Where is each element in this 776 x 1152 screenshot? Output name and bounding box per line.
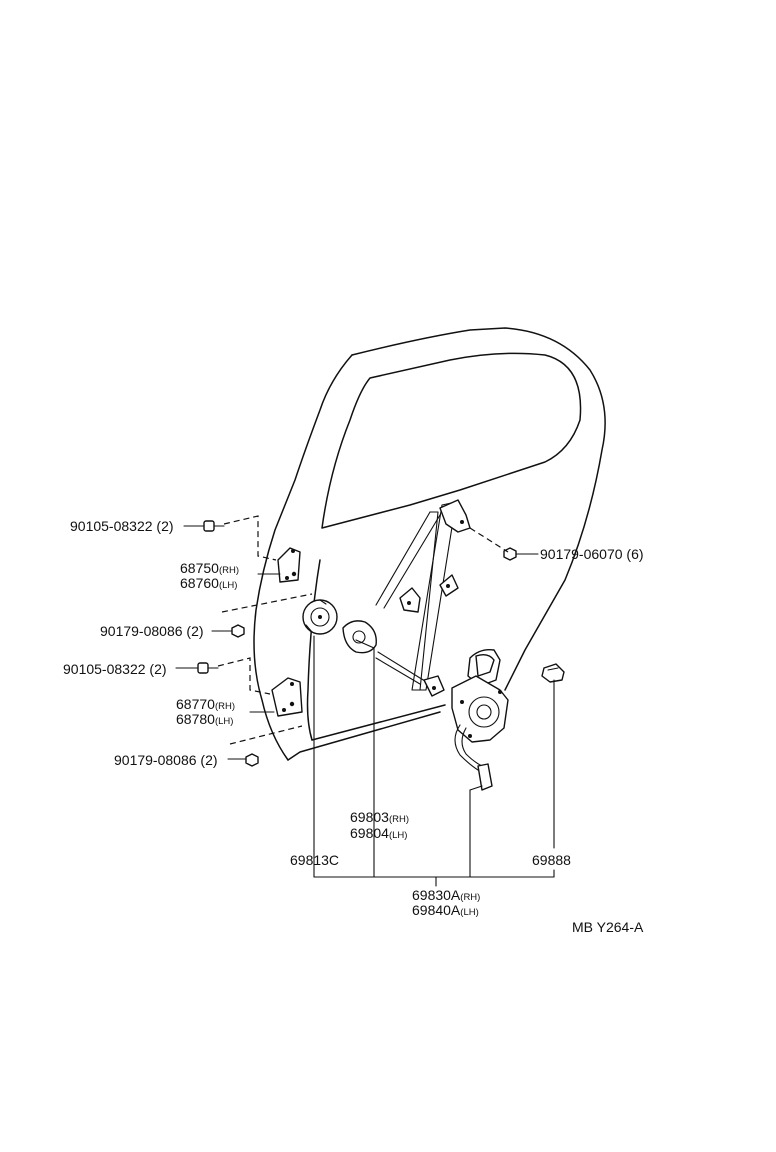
part-number-label: 69804(LH) [350, 825, 407, 841]
hinge-upper [277, 547, 301, 583]
hinge-lower [271, 677, 303, 717]
part-number-label: 90179-08086 (2) [114, 752, 218, 768]
part-labels: 90105-08322 (2) 90179-06070 (6) 68750(RH… [63, 518, 644, 935]
part-number-label: 68780(LH) [176, 711, 233, 727]
part-number-label: 69803(RH) [350, 809, 409, 825]
part-number-label: 68750(RH) [180, 560, 239, 576]
bolt-icon [197, 662, 219, 674]
fastener-icons [197, 520, 517, 767]
part-number-label: 69840A(LH) [412, 902, 479, 918]
gear-plate [302, 599, 338, 635]
nut-icon [245, 753, 259, 767]
window-regulator [342, 499, 471, 697]
part-number-label: 90105-08322 (2) [70, 518, 174, 534]
connector-part [541, 663, 565, 683]
part-number-label: 69830A(RH) [412, 887, 480, 903]
door-outline [253, 327, 606, 761]
part-number-label: 69888 [532, 852, 571, 868]
part-number-label: 69813C [290, 852, 339, 868]
nut-icon [503, 547, 517, 561]
part-number-label: 90179-08086 (2) [100, 623, 204, 639]
bolt-icon [203, 520, 225, 532]
part-number-label: 68760(LH) [180, 575, 237, 591]
nut-icon [231, 624, 245, 638]
part-number-label: 90105-08322 (2) [63, 661, 167, 677]
motor-assembly [451, 648, 509, 791]
part-number-label: 90179-06070 (6) [540, 546, 644, 562]
assembly-dashed-lines [217, 515, 509, 745]
diagram-code: MB Y264-A [572, 919, 644, 935]
part-number-label: 68770(RH) [176, 696, 235, 712]
leader-lines [175, 525, 555, 887]
